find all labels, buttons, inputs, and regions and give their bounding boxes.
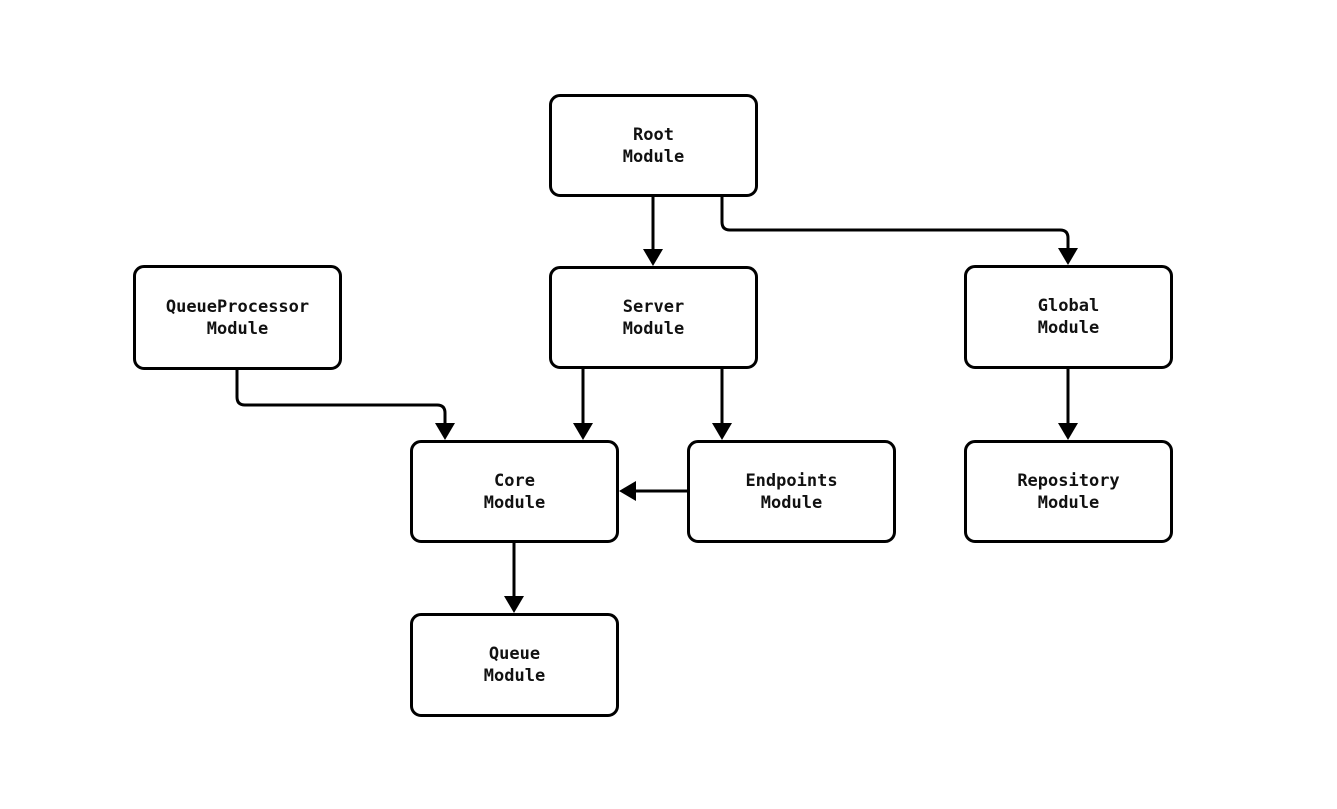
node-label-line1: QueueProcessor <box>165 296 310 317</box>
node-label-line2: Module <box>1037 318 1100 338</box>
edge-root-to-global <box>720 197 1070 249</box>
node-label-line1: Endpoints <box>745 470 838 491</box>
arrowhead-ah-core-right <box>619 481 636 501</box>
node-label-line1: Repository <box>1017 470 1120 491</box>
node-label-line2: Module <box>483 666 546 686</box>
node-label-line1: Queue <box>488 644 541 664</box>
arrowhead-ah-endpoints <box>712 423 732 440</box>
arrowhead-ah-server <box>643 249 663 266</box>
arrowhead-ah-global <box>1058 248 1078 265</box>
arrowhead-ah-repository <box>1058 423 1078 440</box>
node-label-line1: Server <box>622 296 685 317</box>
node-label-line2: Module <box>760 492 823 513</box>
arrowhead-ah-core-left <box>435 423 455 440</box>
node-label-line1: Core <box>494 470 535 491</box>
node-label-line2: Module <box>206 318 269 339</box>
edge-queueprocessor-to-core <box>235 370 447 424</box>
arrowhead-ah-core-mid <box>573 423 593 440</box>
node-label-line2: Module <box>622 146 685 167</box>
node-label-line2: Module <box>622 318 685 339</box>
node-label-line1: Global <box>1037 296 1100 316</box>
node-label-line2: Module <box>1037 492 1100 513</box>
arrowhead-ah-queue <box>504 596 524 613</box>
node-label-line1: Root <box>633 124 674 145</box>
node-label-line2: Module <box>483 492 546 513</box>
